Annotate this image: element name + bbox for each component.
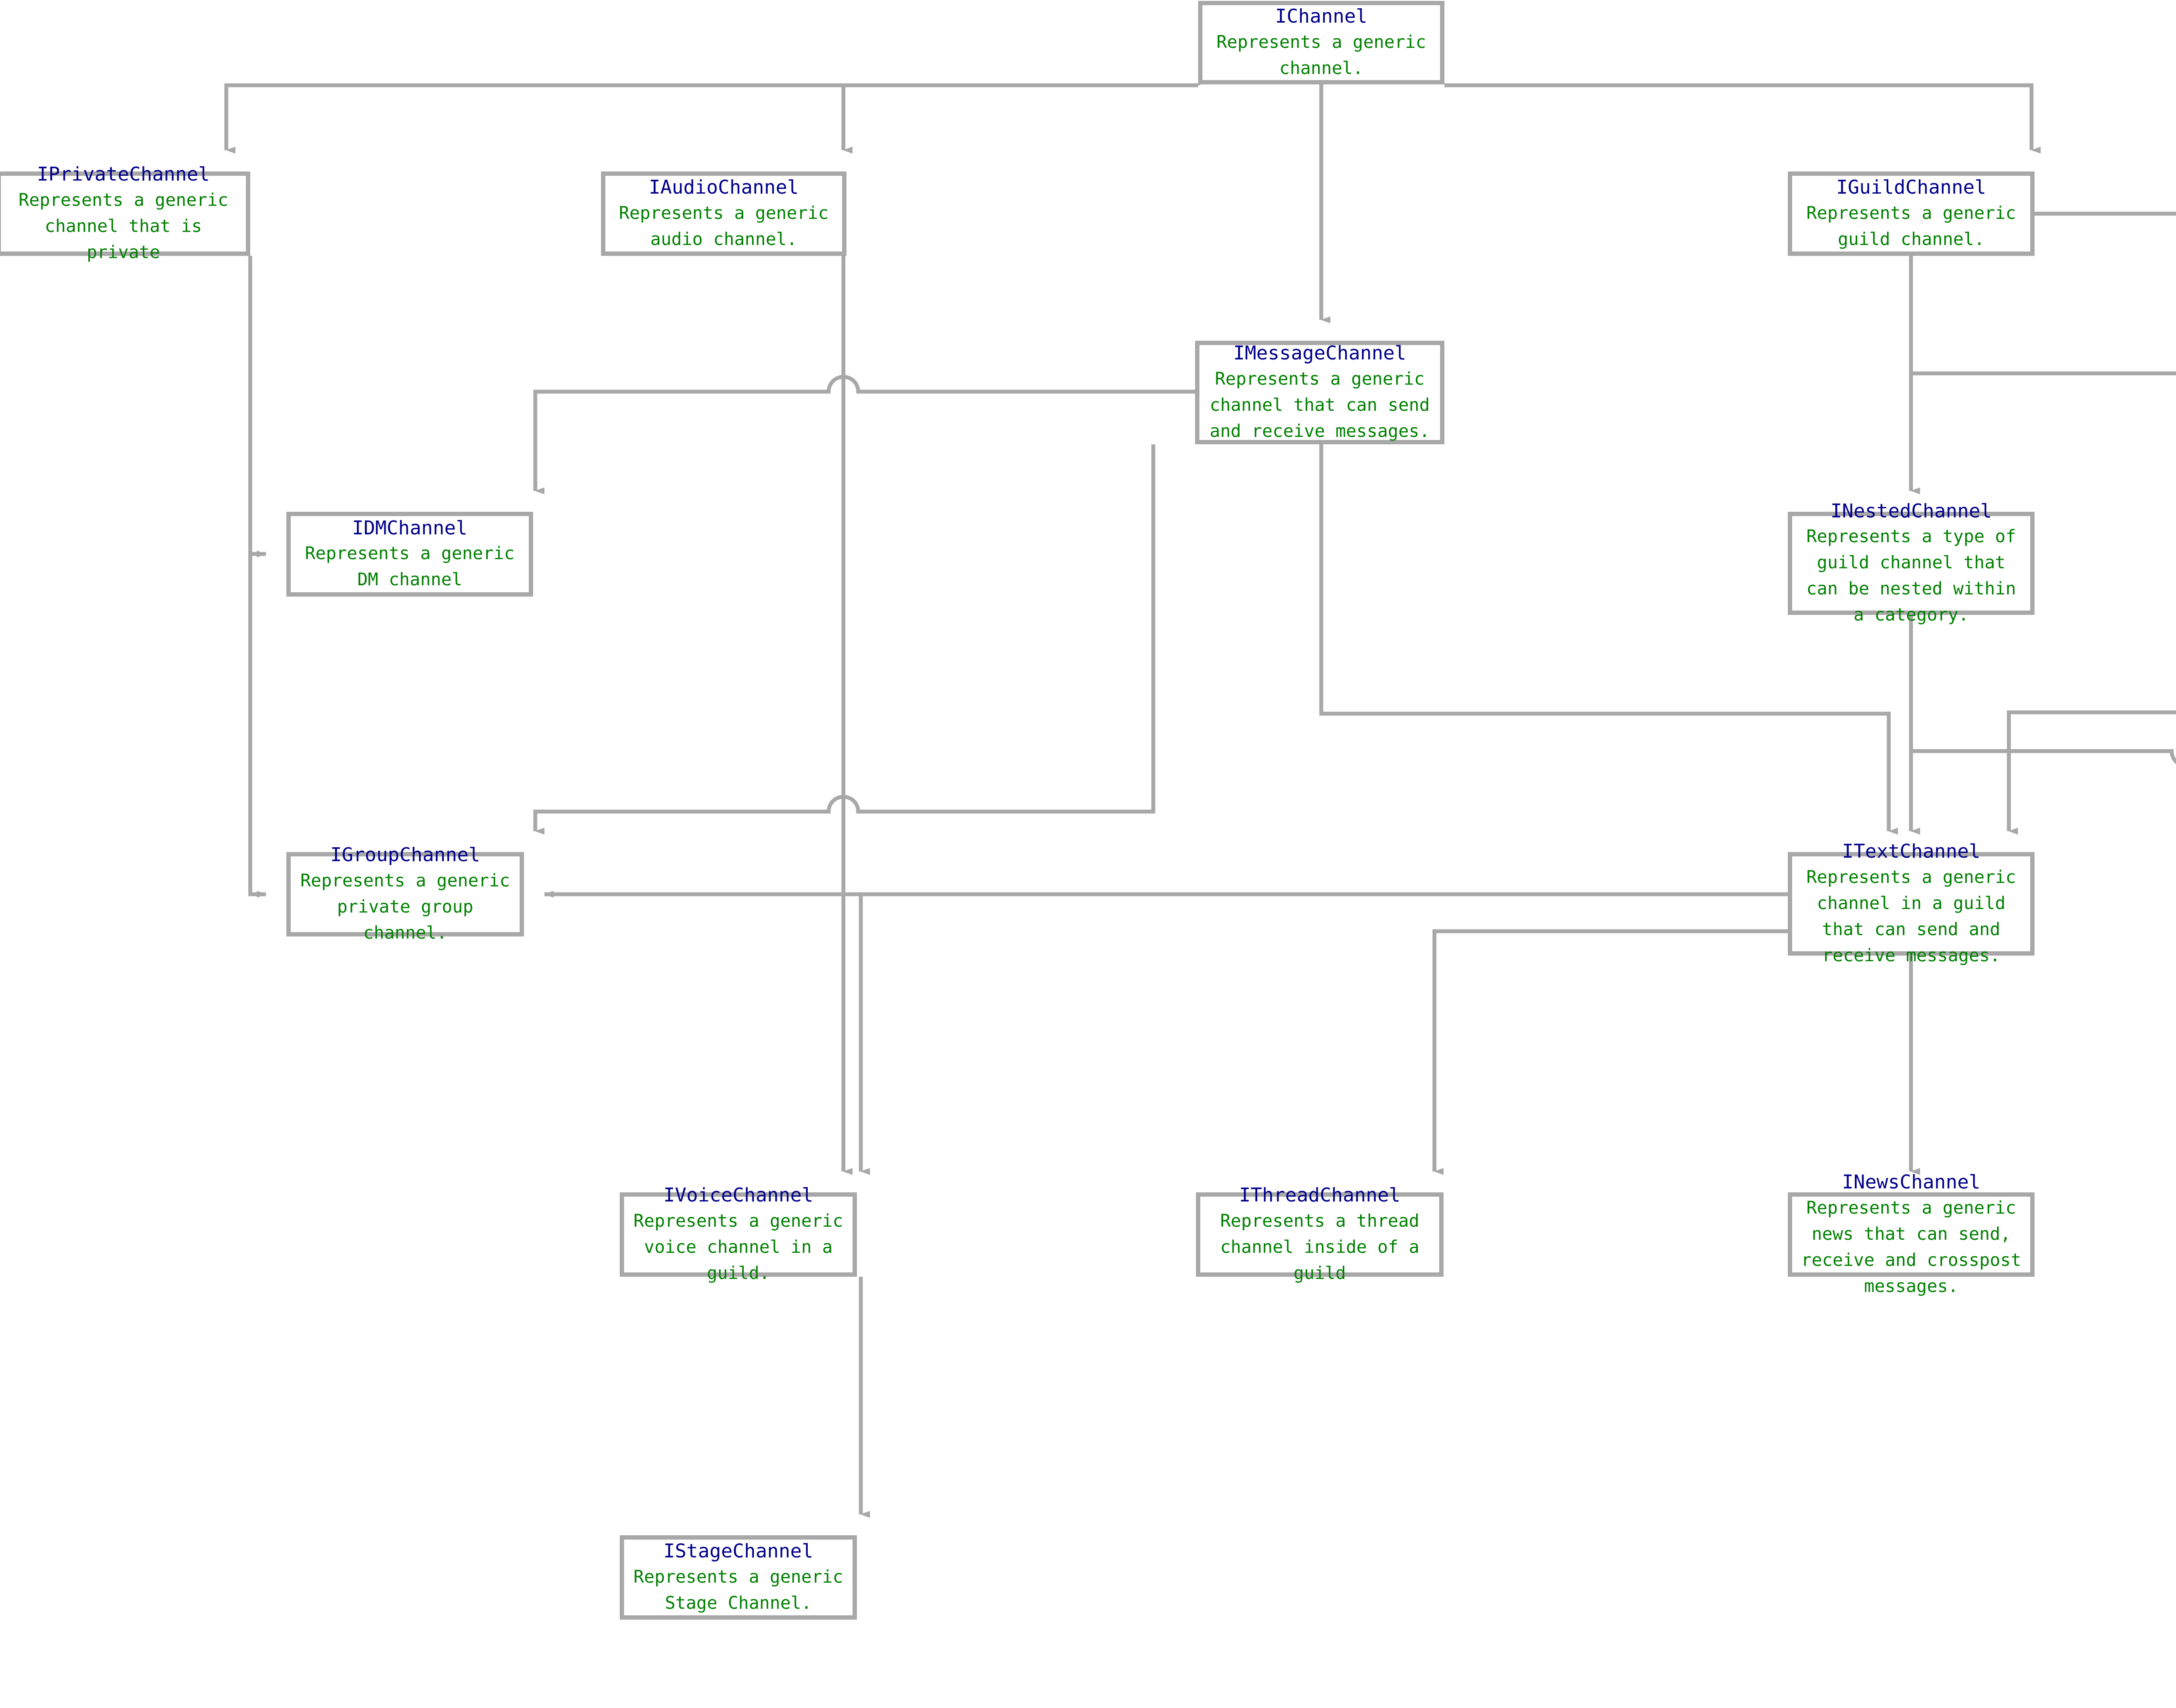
class-node-title: IPrivateChannel — [37, 163, 210, 186]
class-node-description: Represents a type of guild channel that … — [1806, 527, 2016, 625]
class-node-description: Represents a generic DM channel — [305, 544, 515, 590]
class-node-description: Represents a generic Stage Channel. — [633, 1567, 843, 1613]
class-node-title: ITextChannel — [1842, 840, 1981, 863]
class-node-description: Represents a generic channel in a guild … — [1806, 867, 2016, 966]
class-node-description: Represents a generic news that can send,… — [1801, 1198, 2022, 1296]
class-node-description: Represents a generic channel. — [1216, 32, 1426, 78]
class-node-title: IChannel — [1275, 5, 1367, 28]
edge-iguild-to-iintegration — [1911, 371, 2176, 376]
class-node-title: IMessageChannel — [1233, 342, 1407, 365]
class-node-description: Represents a generic channel that is pri… — [18, 190, 228, 262]
class-node-description: Represents a generic channel that can se… — [1209, 369, 1430, 441]
edge-iprivate-to-igroup — [248, 256, 266, 898]
edge-itext-to-ithread — [1432, 929, 1788, 1175]
class-node-description: Represents a generic voice channel in a … — [633, 1211, 843, 1283]
class-node-title: IDMChannel — [352, 517, 467, 539]
class-node-title: IGroupChannel — [330, 844, 480, 866]
edge-ichannel-to-iprivate — [224, 83, 1198, 154]
class-node-title: IStageChannel — [663, 1540, 813, 1563]
edge-ichannel-to-iguild — [1444, 83, 2041, 154]
class-node-description: Represents a thread channel inside of a … — [1220, 1211, 1420, 1283]
class-node-title: INewsChannel — [1842, 1171, 1981, 1194]
class-node-description: Represents a generic guild channel. — [1806, 203, 2016, 249]
class-node-description: Represents a generic private group chann… — [300, 870, 510, 943]
class-node-title: IGuildChannel — [1836, 176, 1986, 199]
class-node-title: IVoiceChannel — [663, 1184, 813, 1207]
edge-imessage-to-idm — [533, 375, 1195, 494]
class-node-title: IAudioChannel — [648, 176, 799, 199]
class-node-title: IThreadChannel — [1239, 1184, 1400, 1207]
edge-inested-to-iforum — [1911, 749, 2176, 765]
class-node-description: Represents a generic audio channel. — [619, 203, 829, 249]
edge-imessage-to-itext — [1319, 444, 1898, 835]
class-node-title: INestedChannel — [1830, 500, 1992, 522]
edge-ichannel-to-iaudio — [841, 83, 1198, 154]
edge-iintegration-to-itext — [2007, 710, 2176, 835]
edge-iprivate-to-idm — [248, 256, 266, 557]
